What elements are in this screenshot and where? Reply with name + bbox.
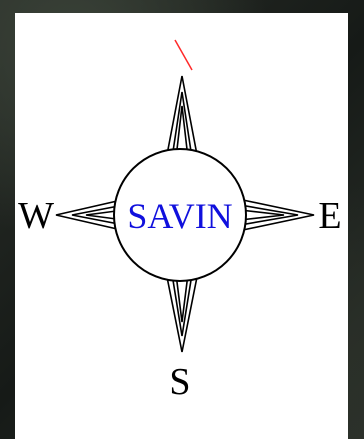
south-label: S: [169, 361, 190, 403]
east-label: E: [318, 195, 341, 237]
west-label: W: [18, 195, 54, 237]
north-arm: [166, 76, 198, 160]
south-arm: [166, 272, 198, 352]
north-indicator-icon: [175, 40, 192, 70]
east-arm: [238, 199, 314, 231]
compass-center-label: SAVIN: [127, 196, 232, 236]
